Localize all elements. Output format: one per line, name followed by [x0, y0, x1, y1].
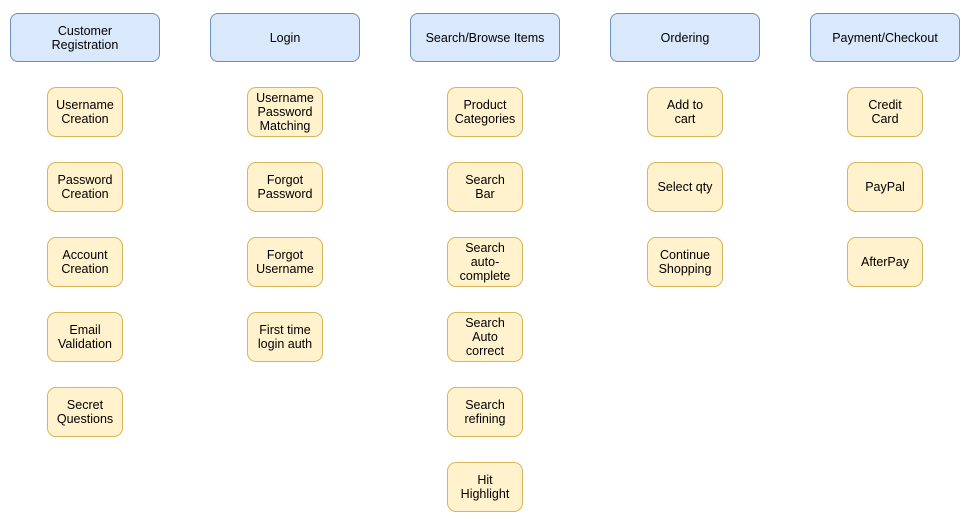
feature-box: Account Creation: [47, 237, 123, 287]
feature-box: Secret Questions: [47, 387, 123, 437]
feature-box-label: Search Auto correct: [465, 316, 505, 358]
feature-box-label: Hit Highlight: [460, 473, 510, 501]
feature-box-label: Search refining: [464, 398, 506, 426]
feature-box: Continue Shopping: [647, 237, 723, 287]
feature-box: PayPal: [847, 162, 923, 212]
feature-box-label: Select qty: [657, 180, 713, 194]
feature-box: Search Bar: [447, 162, 523, 212]
category-header-label: Customer Registration: [51, 23, 119, 52]
feature-box: Username Password Matching: [247, 87, 323, 137]
feature-box-label: Email Validation: [58, 323, 112, 351]
feature-box: Password Creation: [47, 162, 123, 212]
feature-box-label: AfterPay: [861, 255, 909, 269]
category-header-box: Payment/Checkout: [810, 13, 960, 62]
feature-box: Search auto- complete: [447, 237, 523, 287]
feature-box-label: Forgot Username: [256, 248, 314, 276]
feature-box-label: Secret Questions: [56, 398, 114, 426]
category-header-box: Login: [210, 13, 360, 62]
feature-box: Hit Highlight: [447, 462, 523, 512]
feature-box: Search refining: [447, 387, 523, 437]
feature-box: Forgot Username: [247, 237, 323, 287]
feature-box: Forgot Password: [247, 162, 323, 212]
category-header-box: Ordering: [610, 13, 760, 62]
feature-box-label: Product Categories: [454, 98, 516, 126]
feature-box-label: PayPal: [865, 180, 905, 194]
feature-box: Username Creation: [47, 87, 123, 137]
feature-box: Credit Card: [847, 87, 923, 137]
feature-box-label: Forgot Password: [257, 173, 313, 201]
feature-box: Product Categories: [447, 87, 523, 137]
feature-box-label: Username Password Matching: [256, 91, 314, 133]
category-header-box: Customer Registration: [10, 13, 160, 62]
category-header-label: Search/Browse Items: [425, 30, 545, 45]
feature-box: First time login auth: [247, 312, 323, 362]
feature-box-label: Continue Shopping: [658, 248, 712, 276]
feature-box-label: Username Creation: [56, 98, 114, 126]
feature-box-label: Password Creation: [57, 173, 113, 201]
feature-box-label: Search Bar: [465, 173, 505, 201]
feature-box: Select qty: [647, 162, 723, 212]
feature-box: Add to cart: [647, 87, 723, 137]
feature-box-label: Account Creation: [61, 248, 109, 276]
feature-box: Search Auto correct: [447, 312, 523, 362]
feature-box-label: First time login auth: [257, 323, 313, 351]
feature-box-label: Add to cart: [666, 98, 704, 126]
category-header-box: Search/Browse Items: [410, 13, 560, 62]
feature-box-label: Credit Card: [868, 98, 902, 126]
category-header-label: Login: [269, 30, 301, 45]
feature-box-label: Search auto- complete: [459, 241, 511, 283]
category-header-label: Payment/Checkout: [832, 30, 938, 45]
feature-box: AfterPay: [847, 237, 923, 287]
feature-box: Email Validation: [47, 312, 123, 362]
category-header-label: Ordering: [660, 30, 710, 45]
